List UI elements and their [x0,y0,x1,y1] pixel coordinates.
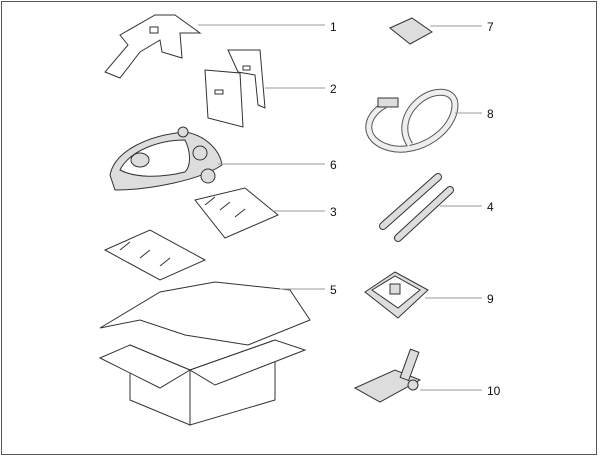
callout-8: 8 [487,107,494,121]
callout-9: 9 [487,292,494,306]
part-extension-tubes [379,173,454,242]
callout-7: 7 [487,20,494,34]
part-vacuum-cleaner [109,126,223,191]
part-floor-nozzle [353,348,422,403]
callout-2: 2 [330,82,337,96]
part-dust-bag [364,271,429,319]
part-hose [365,88,459,153]
callout-4: 4 [487,200,494,214]
part-box [98,281,311,426]
part-top-insert [104,14,202,79]
callout-6: 6 [330,158,337,172]
part-foam-trays [103,187,279,281]
part-filter [389,17,433,45]
callout-1: 1 [330,20,337,34]
callout-3: 3 [330,205,337,219]
callout-10: 10 [487,384,501,398]
part-dividers [204,49,266,128]
callout-5: 5 [330,283,337,297]
